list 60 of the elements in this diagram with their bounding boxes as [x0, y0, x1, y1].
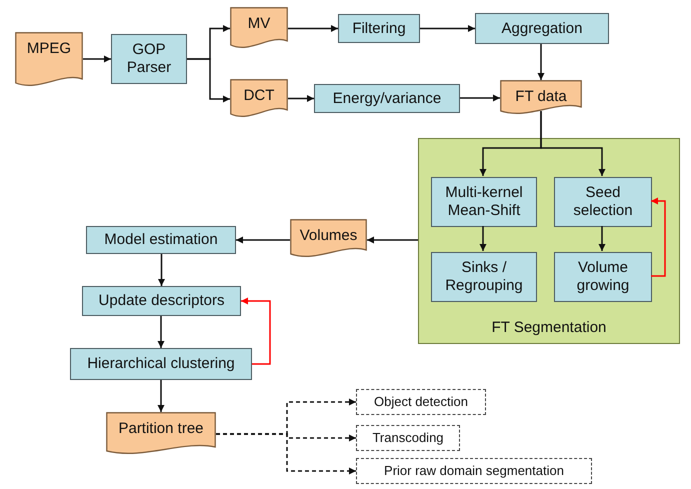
- document-shape: [230, 79, 288, 119]
- arrow: [460, 94, 500, 102]
- group-title: FT Segmentation: [492, 319, 606, 337]
- node-label: Prior raw domain segmentation: [384, 463, 564, 479]
- process-box: [82, 286, 241, 316]
- arrow: [598, 226, 606, 251]
- output-box: [356, 458, 592, 484]
- process-box: [338, 14, 420, 43]
- arrow: [480, 226, 486, 251]
- node-label: Multi-kernel Mean-Shift: [444, 184, 524, 220]
- arrow: [288, 95, 314, 102]
- arrow: [158, 380, 164, 412]
- document-shape: [230, 7, 288, 50]
- arrow: [538, 44, 544, 80]
- arrow: [158, 316, 164, 348]
- arrow: [540, 111, 606, 176]
- arrow: [187, 58, 230, 102]
- node-label: Volume growing: [576, 259, 630, 295]
- node-label: Object detection: [374, 394, 468, 410]
- process-box: [554, 177, 652, 227]
- process-box: [70, 348, 252, 380]
- arrow: [236, 236, 290, 244]
- node-label: Partition tree: [118, 420, 204, 438]
- arrow: [158, 254, 165, 286]
- node-label: Seed selection: [572, 184, 634, 220]
- process-box: [554, 252, 652, 302]
- document-shape: [290, 219, 367, 259]
- node-label: Hierarchical clustering: [87, 355, 235, 373]
- arrow: [241, 298, 271, 365]
- arrow: [651, 198, 666, 277]
- node-label: Filtering: [352, 20, 406, 38]
- node-label: MV: [248, 15, 270, 33]
- arrow: [367, 236, 418, 244]
- process-box: [314, 84, 460, 113]
- process-box: [431, 252, 537, 302]
- node-label: Update descriptors: [98, 292, 224, 310]
- arrow: [420, 25, 475, 32]
- output-box: [356, 425, 460, 451]
- node-label: Energy/variance: [332, 90, 442, 108]
- document-shape: [106, 412, 216, 456]
- node-label: Volumes: [300, 227, 358, 245]
- node-label: FT data: [515, 88, 567, 106]
- group-panel: [418, 138, 680, 344]
- process-box: [111, 34, 187, 84]
- process-box: [86, 226, 236, 254]
- document-shape: [500, 80, 582, 116]
- process-box: [475, 13, 609, 44]
- node-label: Aggregation: [502, 20, 582, 38]
- process-box: [431, 177, 537, 227]
- document-shape: [15, 32, 83, 88]
- node-label: Transcoding: [372, 430, 444, 446]
- node-label: Model estimation: [104, 231, 218, 249]
- output-box: [356, 389, 486, 415]
- node-label: DCT: [244, 87, 274, 105]
- node-label: MPEG: [26, 40, 72, 58]
- node-label: Sinks / Regrouping: [444, 259, 524, 295]
- arrow: [288, 25, 338, 32]
- node-label: GOP Parser: [126, 41, 172, 77]
- arrow: [83, 56, 111, 62]
- arrow: [216, 433, 356, 474]
